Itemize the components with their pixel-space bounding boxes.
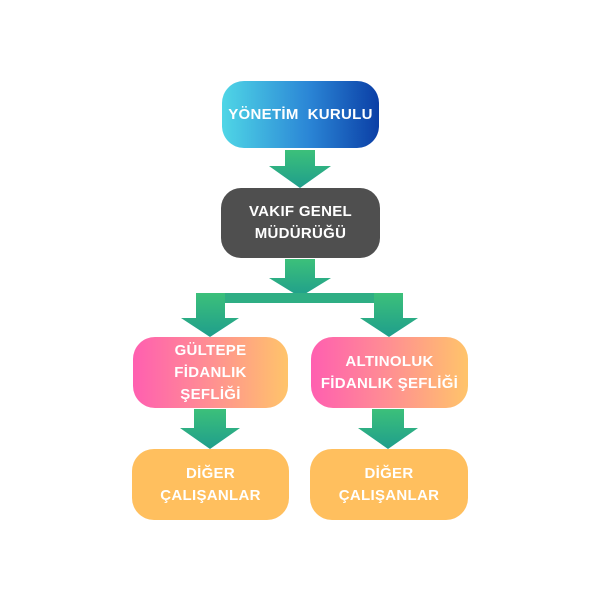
altinoluk-label-line1: ALTINOLUK <box>345 352 434 370</box>
arrow-manager-to-branches <box>269 259 331 297</box>
general-directorate-node: VAKIF GENEL MÜDÜRÜĞÜ <box>221 188 380 258</box>
other-staff-right-label: DİĞER ÇALIŞANLAR <box>338 464 440 504</box>
gultepe-label-line2: ŞEFLİĞİ <box>180 385 241 403</box>
board-of-directors-node: YÖNETİM KURULU <box>222 81 379 148</box>
arrow-board-to-manager <box>269 150 331 188</box>
other-staff-left-label: DİĞER ÇALIŞANLAR <box>160 464 261 504</box>
general-directorate-label-line2: MÜDÜRÜĞÜ <box>254 225 347 242</box>
board-label: YÖNETİM KURULU <box>228 105 373 123</box>
branch-connector-bar <box>205 293 395 303</box>
other-staff-left-node: DİĞER ÇALIŞANLAR <box>132 449 289 520</box>
altinoluk-nursery-node: ALTINOLUK FİDANLIK ŞEFLİĞİ <box>311 337 468 408</box>
arrow-to-altinoluk <box>360 293 418 337</box>
gultepe-nursery-node: GÜLTEPE FİDANLIK ŞEFLİĞİ <box>133 337 288 408</box>
altinoluk-label-line2: FİDANLIK ŞEFLİĞİ <box>320 374 459 392</box>
arrow-to-gultepe <box>181 293 239 337</box>
gultepe-label-line1: GÜLTEPE FİDANLIK <box>174 341 247 381</box>
general-directorate-label-line1: VAKIF GENEL <box>248 203 353 220</box>
other-staff-right-node: DİĞER ÇALIŞANLAR <box>310 449 468 520</box>
arrow-gultepe-to-staff <box>180 409 240 449</box>
arrow-altinoluk-to-staff <box>358 409 418 449</box>
